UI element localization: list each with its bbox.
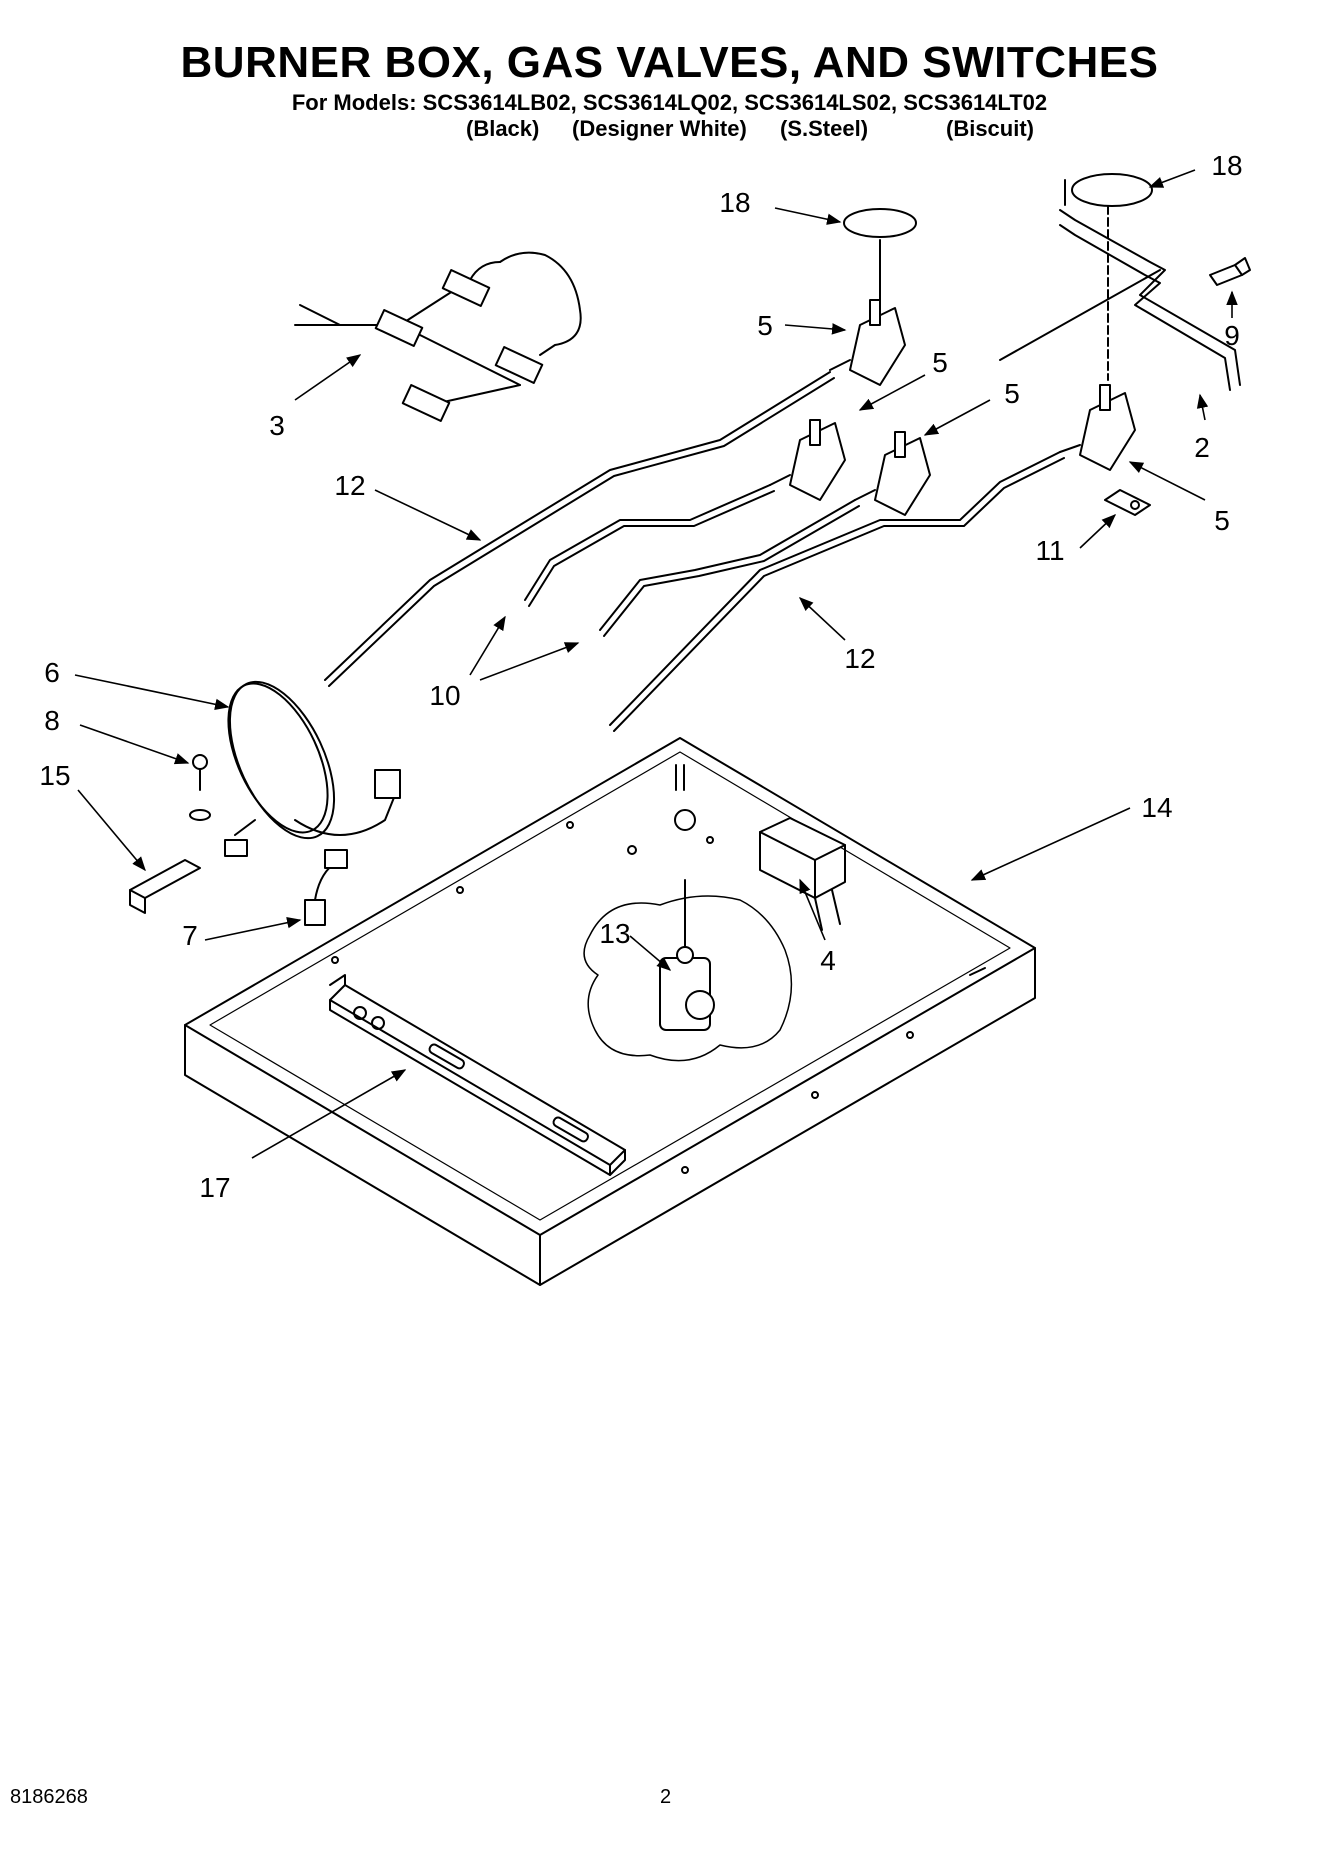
- gas-tube-part: [324, 371, 1065, 732]
- callout-15: 15: [39, 760, 70, 791]
- cutaway-area: [583, 895, 793, 1062]
- burner-cap-part: [843, 173, 1153, 381]
- callout-5a: 5: [757, 310, 773, 341]
- callout-2: 2: [1194, 432, 1210, 463]
- screw-part: [1209, 257, 1251, 286]
- callout-18a: 18: [719, 187, 750, 218]
- callout-9: 9: [1224, 320, 1240, 351]
- callout-5d: 5: [1214, 505, 1230, 536]
- leader-arrows: [74, 169, 1238, 1159]
- callout-5c: 5: [1004, 378, 1020, 409]
- callout-12b: 12: [844, 643, 875, 674]
- callout-4: 4: [820, 945, 836, 976]
- tube-part: [524, 484, 860, 637]
- callout-17: 17: [199, 1172, 230, 1203]
- callout-8: 8: [44, 705, 60, 736]
- burner-box-part: [184, 737, 1036, 1286]
- variant-stainless: (S.Steel): [780, 116, 869, 141]
- variant-black: (Black): [466, 116, 540, 141]
- callout-18b: 18: [1211, 150, 1242, 181]
- callout-14: 14: [1141, 792, 1172, 823]
- callout-6: 6: [44, 657, 60, 688]
- bracket-part: [1104, 489, 1151, 516]
- callout-3: 3: [269, 410, 285, 441]
- models-line: For Models: SCS3614LB02, SCS3614LQ02, SC…: [291, 90, 1048, 115]
- callout-10: 10: [429, 680, 460, 711]
- switch-harness-part: [294, 251, 582, 422]
- gas-valve-part: [1059, 384, 1136, 471]
- callout-12a: 12: [334, 470, 365, 501]
- clip-part: [129, 859, 201, 914]
- callout-13: 13: [599, 918, 630, 949]
- main-gas-valve-part: [659, 879, 715, 1031]
- callout-7: 7: [182, 920, 198, 951]
- gas-valve-part: [829, 299, 906, 386]
- page-number: 2: [660, 1786, 672, 1808]
- callout-11: 11: [1035, 535, 1064, 566]
- document-number: 8186268: [10, 1786, 88, 1808]
- switch-bracket-part: [329, 974, 626, 1176]
- ground-screw-part: [189, 754, 211, 821]
- page-title: BURNER BOX, GAS VALVES, AND SWITCHES: [180, 38, 1159, 87]
- wiring-harness-part: [224, 680, 401, 857]
- spark-module-part: [759, 817, 846, 931]
- variant-biscuit: (Biscuit): [946, 116, 1034, 141]
- variant-designer-white: (Designer White): [572, 116, 747, 141]
- manifold-part: [999, 179, 1241, 391]
- switch-part: [304, 849, 348, 926]
- gas-valve-part: [854, 431, 931, 516]
- callout-5b: 5: [932, 347, 948, 378]
- gas-valve-part: [769, 419, 846, 501]
